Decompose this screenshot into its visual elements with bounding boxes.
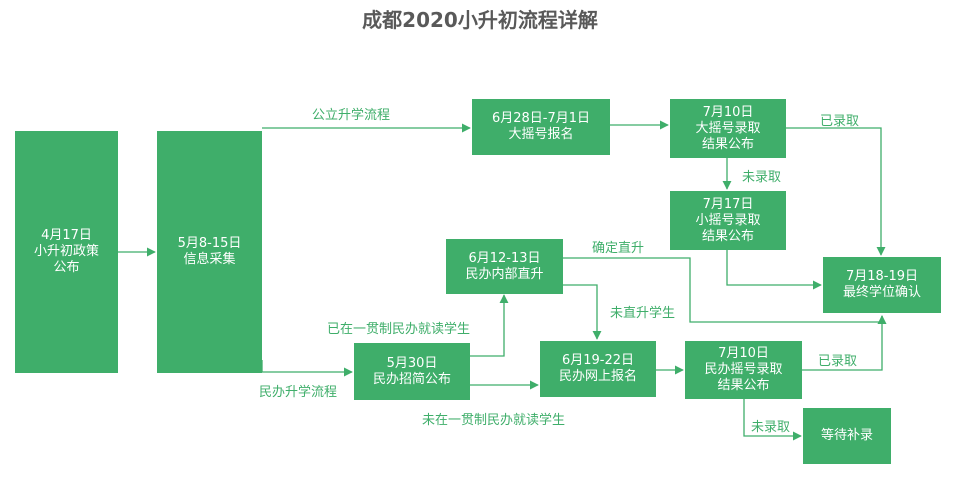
label-admitted-public: 已录取	[820, 114, 860, 129]
arrow-internal-to-online	[563, 284, 602, 340]
node-info-collection: 5月8-15日 信息采集	[157, 131, 262, 373]
node-private-brochure: 5月30日 民办招简公布	[354, 343, 470, 400]
label-not-admitted-public: 未录取	[742, 170, 782, 185]
label-not-admitted-private: 未录取	[751, 420, 791, 435]
label-not-in-system: 未在一贯制民办就读学生	[422, 413, 566, 428]
node-final-confirmation: 7月18-19日 最终学位确认	[823, 257, 941, 313]
label-admitted-private: 已录取	[818, 354, 858, 369]
node-policy-announcement: 4月17日 小升初政策 公布	[15, 131, 118, 373]
node-private-lottery-result: 7月10日 民办摇号录取 结果公布	[685, 341, 802, 399]
page-title: 成都2020小升初流程详解	[362, 8, 598, 32]
node-big-lottery-result: 7月10日 大摇号录取 结果公布	[670, 99, 786, 158]
arrow-private-lottery-to-final	[802, 315, 887, 371]
node-small-lottery-result: 7月17日 小摇号录取 结果公布	[670, 191, 786, 250]
node-private-online-signup: 6月19-22日 民办网上报名	[540, 341, 656, 397]
label-public-flow: 公立升学流程	[312, 108, 391, 123]
arrow-collect-to-brochure	[261, 360, 353, 377]
node-public-signup: 6月28日-7月1日 大摇号报名	[472, 99, 610, 155]
label-confirm-direct: 确定直升	[592, 241, 645, 256]
label-not-direct: 未直升学生	[610, 306, 676, 321]
node-private-internal-direct: 6月12-13日 民办内部直升	[446, 239, 563, 294]
arrow-small-lottery-to-final	[726, 250, 822, 290]
label-in-system: 已在一贯制民办就读学生	[327, 322, 471, 337]
node-wait-supplement: 等待补录	[803, 408, 891, 464]
arrow-brochure-to-internal	[470, 294, 509, 357]
arrow-big-lottery-to-final	[786, 127, 886, 256]
arrow-private-lottery-to-wait	[743, 399, 802, 441]
label-private-flow: 民办升学流程	[259, 385, 338, 400]
